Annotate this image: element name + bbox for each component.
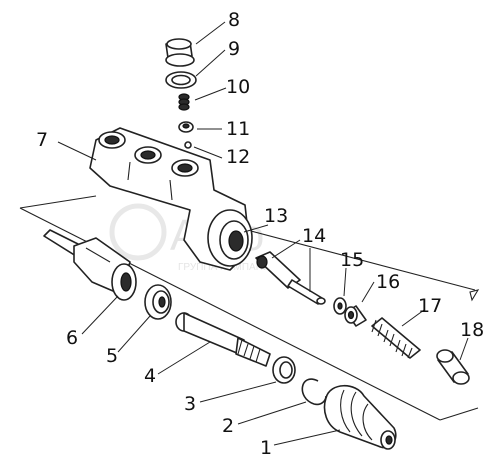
label-part-1: 1 [260,437,272,459]
part-14-pushrod [255,251,326,305]
part-3-washer [272,356,296,384]
part-5-cup-seal [144,284,172,320]
part-12-ball [184,141,192,149]
label-part-17: 17 [418,295,442,317]
label-part-6: 6 [66,327,78,349]
part-numbers: 8 9 10 11 12 7 13 14 15 16 17 18 6 5 4 3… [36,9,484,459]
label-part-12: 12 [226,146,250,168]
part-18-sleeve [436,349,470,385]
label-part-4: 4 [144,365,156,387]
part-9-washer [165,71,197,89]
part-4-rod [175,312,271,367]
leader-lines [57,21,469,446]
label-part-2: 2 [222,415,234,437]
part-8-plug [165,38,195,67]
label-part-11: 11 [226,118,250,140]
label-part-10: 10 [226,76,250,98]
part-16-bushing [344,305,367,327]
part-11-seat [178,121,194,133]
label-part-8: 8 [228,9,240,31]
label-part-5: 5 [106,345,118,367]
label-part-16: 16 [376,271,400,293]
part-17-spring [371,317,421,359]
label-part-13: 13 [264,205,288,227]
part-7-valve-body [89,127,253,271]
part-15-small-washer [333,297,347,315]
part-1-boot [323,384,397,450]
label-part-14: 14 [302,225,326,247]
label-part-3: 3 [184,393,196,415]
label-part-15: 15 [340,249,364,271]
part-6-piston [43,229,137,301]
label-part-18: 18 [460,319,484,341]
part-10-spring [178,93,190,111]
label-part-9: 9 [228,38,240,60]
label-part-7: 7 [36,129,48,151]
part-2-retaining-ring [301,378,327,406]
